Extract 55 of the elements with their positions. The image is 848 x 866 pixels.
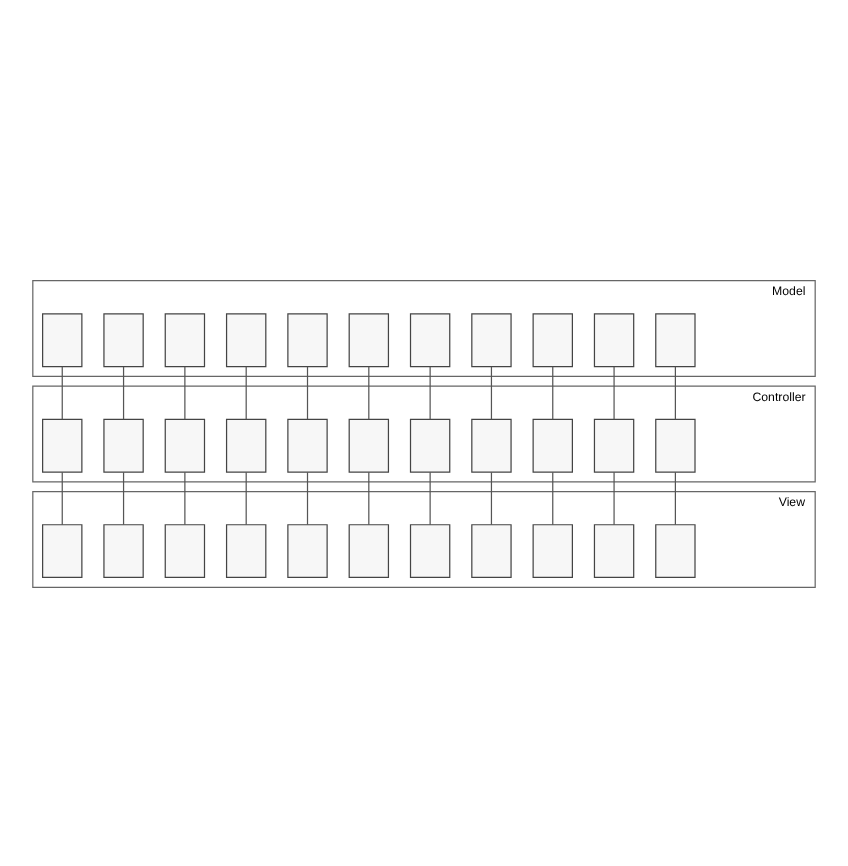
- node-box: [471, 417, 512, 472]
- node-box: [348, 312, 390, 367]
- connector: [184, 470, 186, 525]
- node-box: [42, 312, 83, 367]
- node-box: [532, 312, 573, 367]
- connector: [674, 365, 676, 419]
- node-box: [348, 523, 390, 578]
- node-box: [532, 523, 573, 578]
- node-box: [409, 312, 451, 367]
- node-box: [532, 417, 573, 472]
- node-box: [409, 417, 451, 472]
- node-box: [409, 523, 451, 578]
- node-box: [164, 523, 206, 578]
- connector: [184, 365, 186, 419]
- connector: [552, 365, 554, 419]
- node-box: [593, 523, 635, 578]
- connector: [61, 470, 63, 525]
- node-box: [164, 417, 206, 472]
- connector: [490, 365, 493, 419]
- node-box: [593, 312, 635, 367]
- node-box: [225, 312, 267, 367]
- connector: [368, 365, 370, 419]
- node-box: [42, 417, 83, 472]
- connector: [429, 365, 431, 419]
- connector: [245, 365, 247, 419]
- connector: [674, 470, 676, 525]
- connector: [552, 470, 554, 525]
- connector: [122, 365, 125, 419]
- connector: [306, 365, 309, 419]
- connector: [368, 470, 370, 525]
- connector: [613, 365, 615, 419]
- node-box: [225, 417, 267, 472]
- node-box: [655, 523, 696, 578]
- node-box: [287, 312, 328, 367]
- node-box: [42, 523, 83, 578]
- node-box: [103, 312, 144, 367]
- connector: [61, 365, 63, 419]
- node-box: [164, 312, 206, 367]
- connector: [429, 470, 431, 525]
- node-box: [287, 417, 328, 472]
- node-box: [655, 312, 696, 367]
- node-box: [471, 523, 512, 578]
- node-box: [655, 417, 696, 472]
- node-box: [103, 417, 144, 472]
- node-box: [348, 417, 390, 472]
- node-box: [593, 417, 635, 472]
- connector: [490, 470, 493, 525]
- connector: [613, 470, 615, 525]
- node-box: [471, 312, 512, 367]
- connector: [122, 470, 125, 525]
- connector: [245, 470, 247, 525]
- node-box: [225, 523, 267, 578]
- node-box: [103, 523, 144, 578]
- connector: [306, 470, 309, 525]
- node-box: [287, 523, 328, 578]
